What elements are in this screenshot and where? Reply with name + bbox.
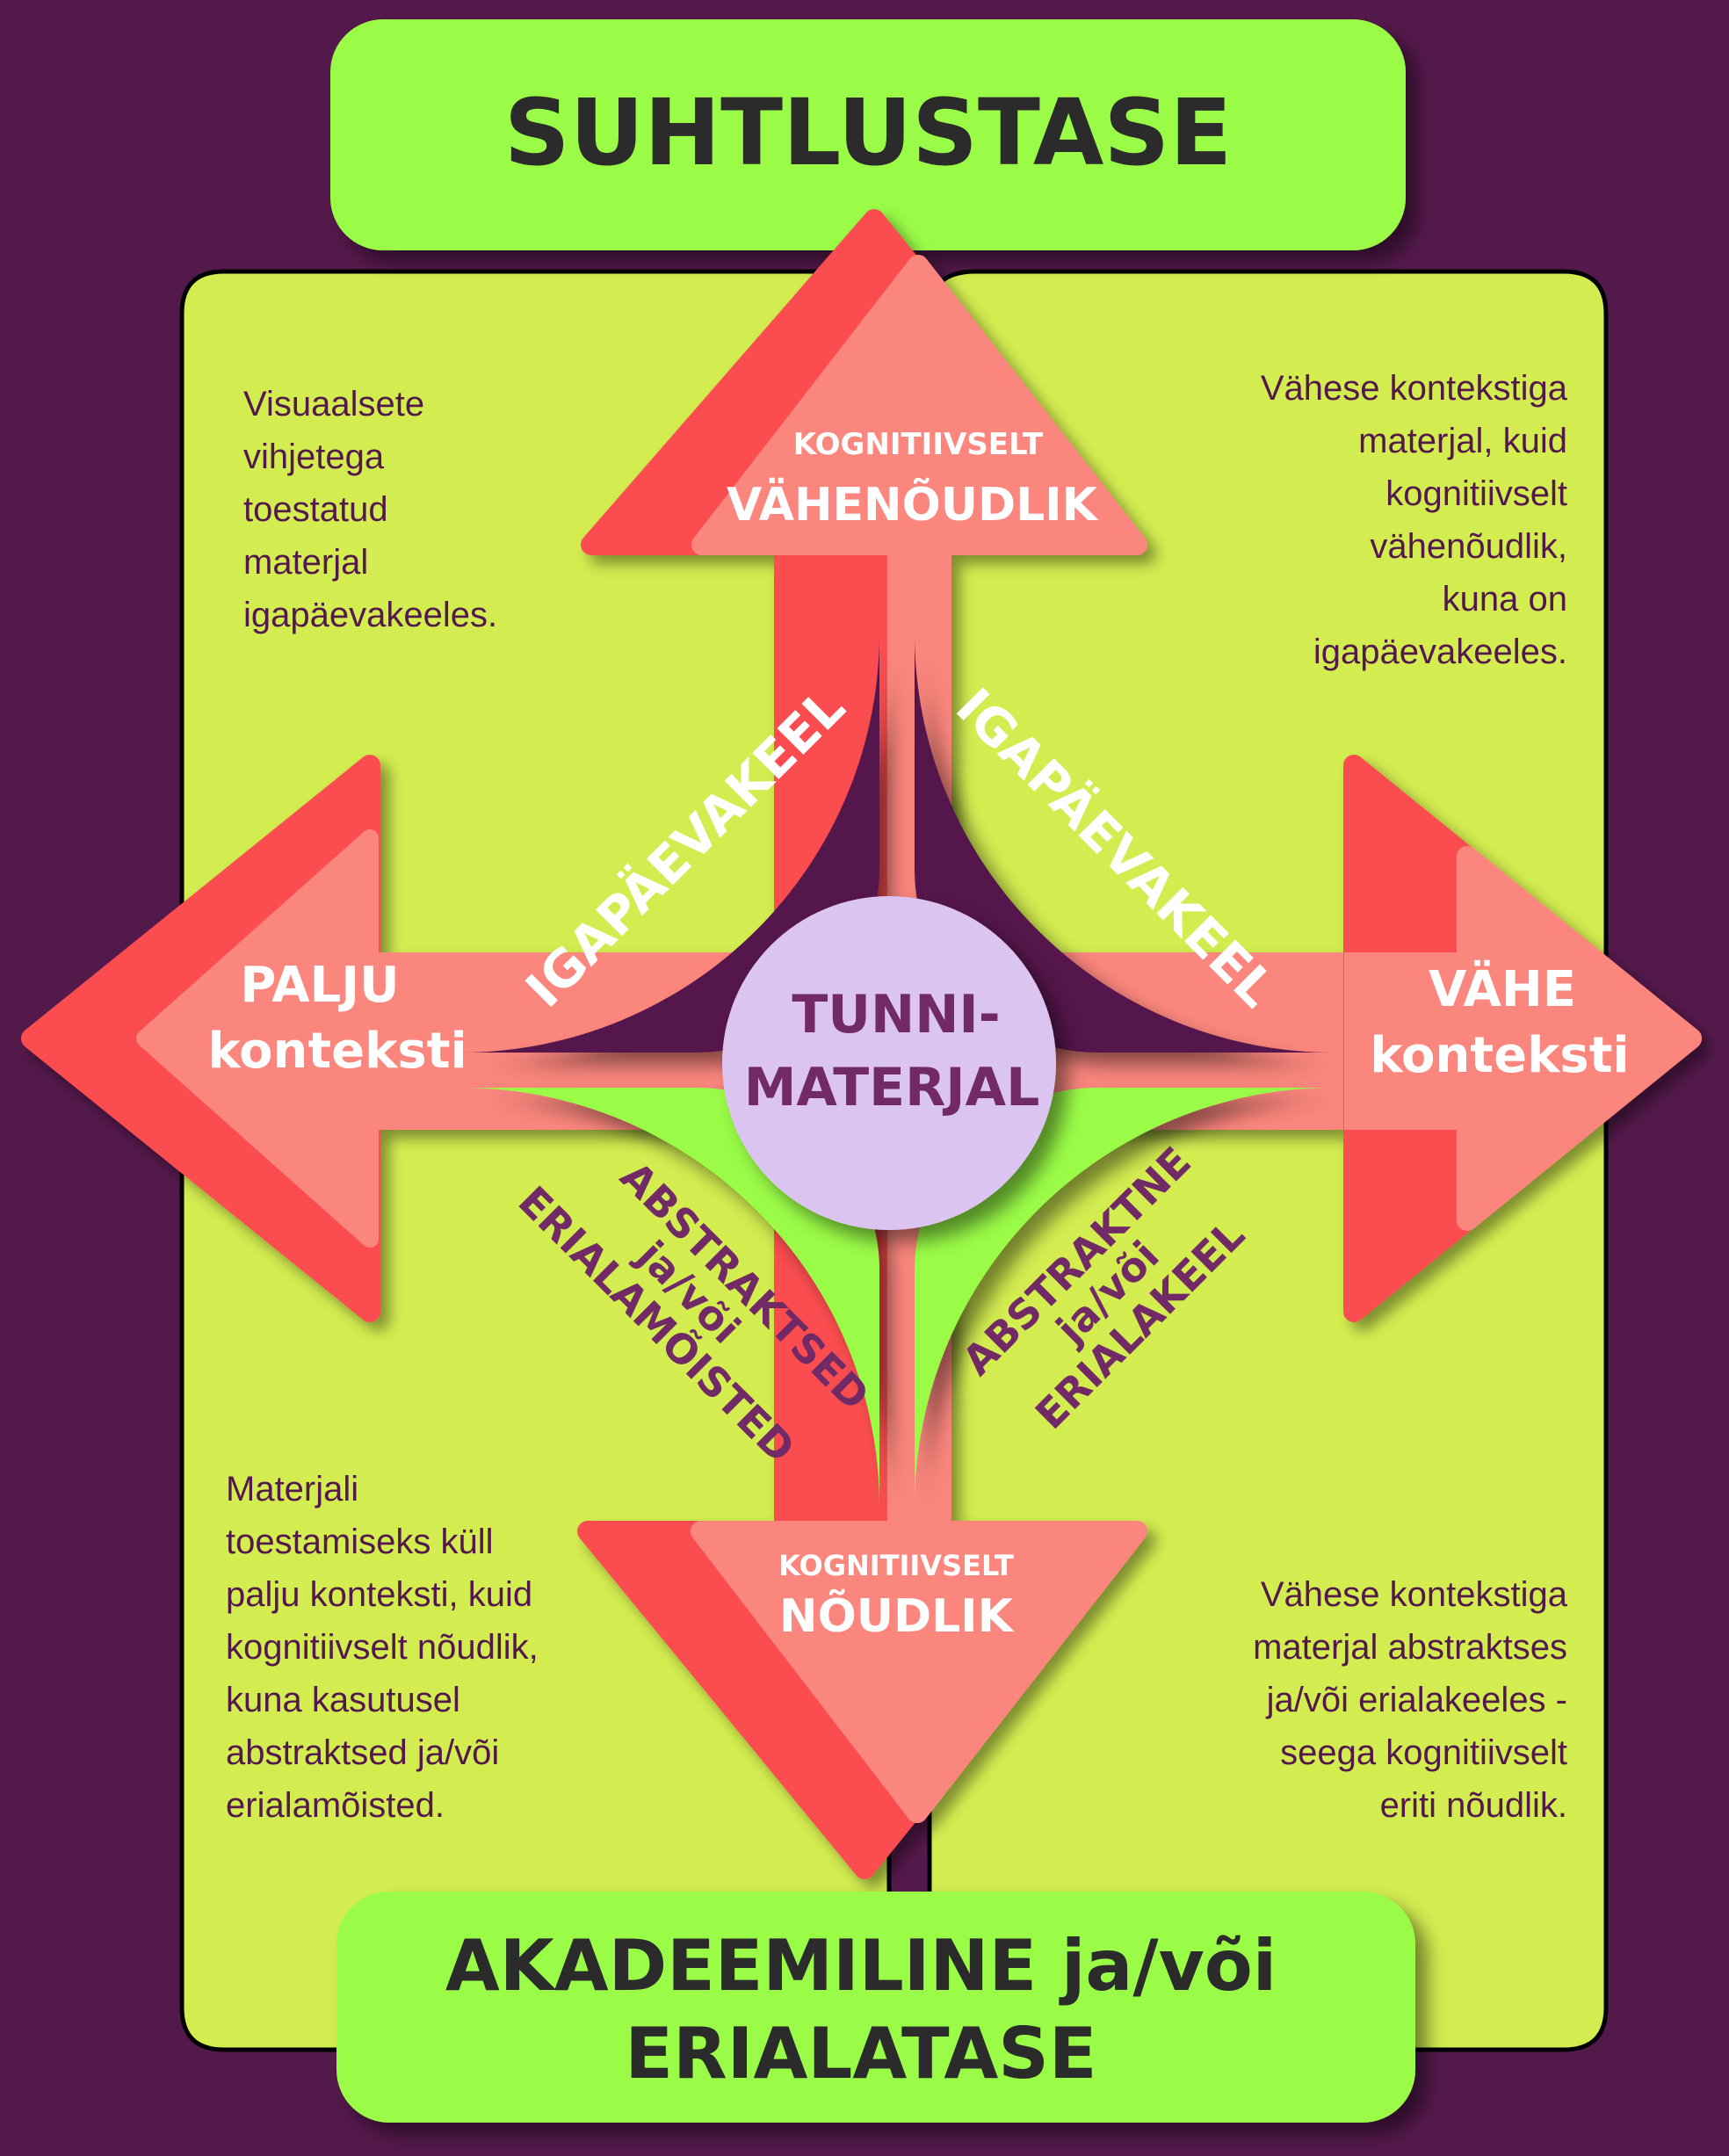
quadrant-top-right: [915, 633, 1334, 1053]
center-circle: [722, 896, 1056, 1230]
right-arrow-label-line1: VÄHE: [1429, 961, 1576, 1018]
center-label-line2: MATERJAL: [744, 1057, 1040, 1118]
description-top-right: Vähese kontekstiga materjal, kuid kognit…: [1260, 369, 1567, 671]
footer-box: [336, 1892, 1415, 2123]
left-arrow-label-line1: PALJU: [240, 957, 399, 1014]
description-top-left: Visuaalsete vihjetega toestatud materjal…: [243, 385, 498, 634]
header-title: SUHTLUSTASE: [504, 79, 1233, 186]
up-arrow-small-label: KOGNITIIVSELT: [793, 427, 1044, 462]
right-arrow-label-line2: konteksti: [1370, 1027, 1629, 1084]
description-bottom-right: Vähese kontekstiga materjal abstraktses …: [1253, 1575, 1567, 1825]
footer-title-line2: ERIALATASE: [625, 2013, 1096, 2095]
footer-title-line1: AKADEEMILINE ja/või: [445, 1925, 1277, 2007]
center-label-line1: TUNNI-: [792, 984, 1000, 1045]
up-arrow-big-label: VÄHENÕUDLIK: [727, 478, 1099, 532]
left-arrow-label-line2: konteksti: [207, 1023, 467, 1080]
header-box: [330, 19, 1406, 250]
down-arrow-small-label: KOGNITIIVSELT: [778, 1549, 1014, 1582]
quadrant-bottom-left: [460, 1088, 879, 1507]
quadrant-bottom-right: [915, 1088, 1334, 1507]
description-bottom-left: Materjali toestamiseks küll palju kontek…: [226, 1470, 539, 1825]
down-arrow-big-label: NÕUDLIK: [779, 1589, 1015, 1643]
